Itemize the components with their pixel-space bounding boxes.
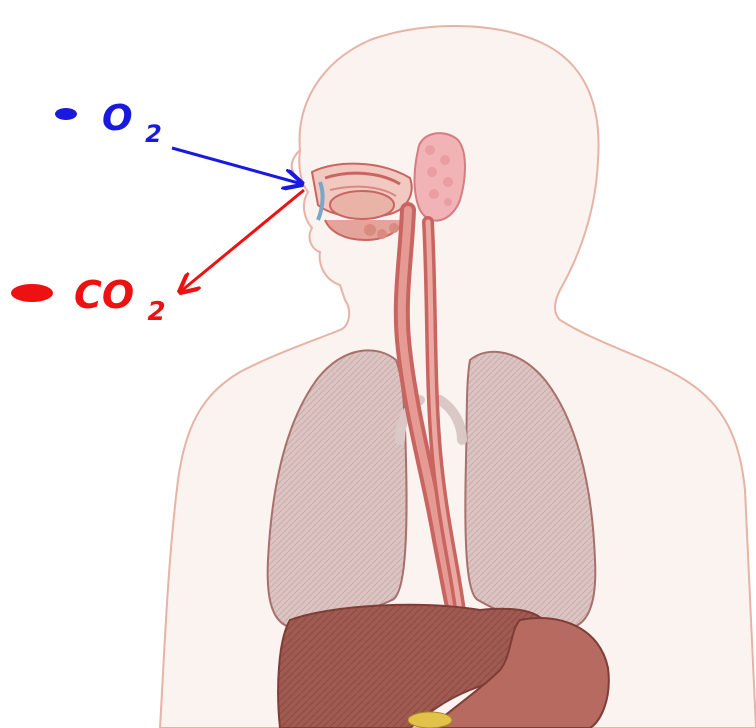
oxygen-marker-icon xyxy=(55,108,77,120)
co2-label: CO 2 xyxy=(74,273,166,327)
gallbladder xyxy=(408,712,452,728)
co2-label-main: CO xyxy=(74,273,134,317)
co2-marker-icon xyxy=(11,284,53,302)
oxygen-label-main: O xyxy=(102,98,133,139)
oxygen-label-subscript: 2 xyxy=(145,120,162,148)
oxygen-label: O 2 xyxy=(102,98,162,148)
oxygen-arrow xyxy=(172,148,302,184)
brain-lobe xyxy=(415,133,466,220)
co2-arrow xyxy=(180,190,304,292)
co2-label-subscript: 2 xyxy=(147,297,165,327)
